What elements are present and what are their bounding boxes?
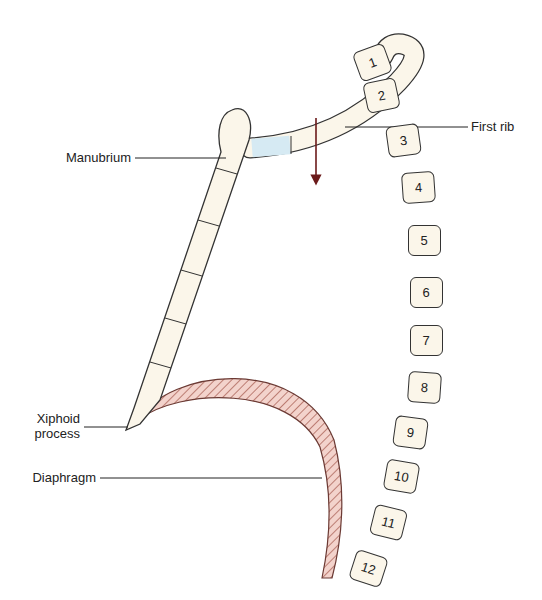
leader-lines [84, 127, 468, 478]
vertebra: 12 [348, 548, 389, 588]
cartilage-edge [291, 136, 292, 154]
vertebra-number: 8 [420, 379, 428, 394]
costal-cartilage [252, 145, 290, 148]
vertebra: 2 [362, 76, 401, 113]
vertebra-number: 11 [380, 513, 397, 531]
vertebra: 11 [368, 503, 408, 541]
vertebra-number: 5 [420, 233, 427, 248]
part-label: First rib [471, 120, 514, 135]
part-label: Manubrium [66, 151, 131, 166]
vertebra-number: 12 [359, 559, 377, 578]
vertebra-number: 2 [376, 87, 386, 103]
vertebra: 4 [400, 170, 435, 203]
vertebra: 6 [410, 277, 443, 308]
vertebra-number: 1 [366, 54, 378, 71]
vertebra-number: 9 [405, 424, 414, 440]
sternum [126, 109, 250, 430]
vertebra: 8 [406, 370, 441, 403]
vertebra: 7 [410, 325, 443, 356]
vertebra-number: 4 [414, 179, 422, 194]
vertebra-number: 3 [398, 132, 407, 148]
vertebra-number: 6 [422, 285, 429, 300]
vertebra: 5 [408, 225, 441, 256]
vertebra-number: 10 [393, 467, 410, 484]
vertebra: 3 [385, 122, 422, 157]
part-label: Diaphragm [32, 471, 96, 486]
motion-arrow [315, 118, 317, 180]
vertebra: 9 [392, 414, 429, 449]
vertebra-number: 7 [422, 333, 429, 348]
part-label: Xiphoid process [5, 412, 80, 442]
sternal-joints [150, 168, 237, 368]
vertebra: 10 [382, 458, 420, 494]
